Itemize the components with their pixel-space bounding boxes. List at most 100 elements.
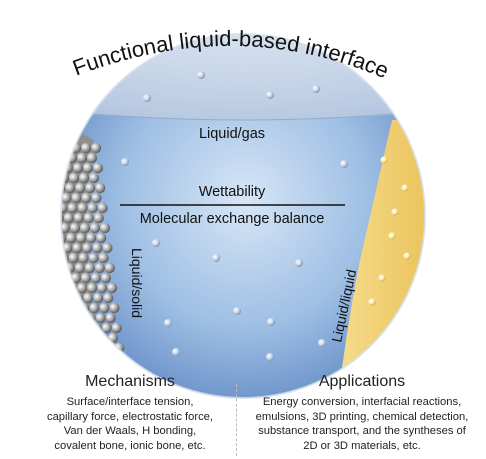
mechanisms-panel: Mechanisms Surface/interface tension, ca…	[24, 373, 236, 453]
solid-sphere	[47, 203, 57, 213]
solid-sphere	[100, 272, 112, 284]
solid-sphere	[49, 303, 59, 313]
solid-sphere	[61, 342, 65, 354]
applications-line: 2D or 3D materials, etc.	[303, 439, 421, 452]
applications-line: Energy conversion, interfacial reactions…	[262, 396, 462, 408]
mechanisms-line: Surface/interface tension,	[66, 396, 194, 408]
liquid-bubble	[121, 158, 129, 166]
applications-list: Energy conversion, interfacial reactions…	[240, 395, 484, 453]
caption-divider	[236, 384, 237, 456]
liquid-bubble	[212, 254, 220, 262]
solid-sphere	[100, 352, 111, 364]
solid-sphere	[50, 223, 60, 233]
solid-sphere	[95, 312, 106, 324]
solid-sphere	[105, 312, 116, 324]
solid-sphere	[61, 272, 72, 284]
solid-sphere	[61, 282, 68, 294]
solid-sphere	[96, 282, 108, 294]
liquid-bubble	[233, 307, 241, 315]
solid-sphere	[48, 253, 58, 263]
solid-sphere	[82, 162, 94, 174]
solid-sphere	[104, 262, 115, 274]
solid-sphere	[64, 182, 76, 194]
solid-sphere	[94, 262, 105, 274]
applications-panel: Applications Energy conversion, interfac…	[240, 373, 484, 453]
liquid-bubble	[318, 339, 326, 347]
solid-sphere	[66, 362, 78, 374]
solid-sphere	[87, 332, 99, 344]
solid-sphere	[88, 252, 99, 264]
solid-sphere	[92, 292, 104, 304]
solid-sphere	[97, 202, 108, 214]
solid-sphere	[61, 142, 62, 154]
solid-sphere	[85, 232, 97, 244]
liquid-bubble	[164, 319, 172, 327]
solid-sphere	[102, 292, 114, 304]
solid-sphere	[80, 272, 92, 284]
liquid-bubble	[312, 85, 320, 93]
solid-sphere	[84, 262, 95, 274]
solid-sphere	[61, 142, 72, 154]
solid-sphere	[61, 152, 68, 164]
solid-sphere	[69, 302, 80, 314]
solid-sphere	[72, 162, 84, 174]
label-wettability: Wettability	[199, 184, 266, 200]
solid-sphere	[82, 242, 93, 254]
yellow-bubble	[403, 252, 411, 260]
solid-sphere	[61, 292, 64, 304]
solid-sphere	[86, 282, 98, 294]
solid-sphere	[71, 322, 82, 334]
solid-sphere	[65, 312, 76, 324]
solid-sphere	[74, 342, 85, 354]
solid-sphere	[61, 312, 66, 324]
solid-sphere	[77, 332, 89, 344]
solid-sphere	[106, 282, 118, 294]
solid-sphere	[68, 172, 80, 184]
applications-heading: Applications	[318, 373, 406, 390]
solid-sphere	[61, 362, 68, 374]
solid-sphere	[82, 292, 94, 304]
liquid-bubble	[266, 353, 274, 361]
solid-sphere	[77, 202, 88, 214]
label-molecular-exchange: Molecular exchange balance	[140, 211, 325, 227]
solid-sphere	[81, 322, 92, 334]
label-liquid-solid: Liquid/solid	[129, 248, 145, 318]
yellow-bubble	[368, 298, 376, 306]
solid-sphere	[61, 192, 72, 204]
yellow-bubble	[401, 184, 409, 192]
solid-sphere	[61, 322, 62, 334]
solid-sphere	[51, 273, 61, 283]
liquid-bubble	[340, 160, 348, 168]
solid-sphere	[71, 192, 82, 204]
yellow-bubble	[370, 347, 378, 355]
solid-sphere	[102, 242, 113, 254]
solid-sphere	[50, 353, 60, 363]
solid-sphere	[69, 222, 81, 234]
solid-sphere	[91, 192, 102, 204]
solid-sphere	[99, 222, 111, 234]
liquid-bubble	[152, 239, 160, 247]
solid-sphere	[76, 152, 88, 164]
solid-sphere	[79, 222, 91, 234]
solid-sphere	[89, 302, 100, 314]
solid-sphere	[98, 252, 109, 264]
solid-sphere	[90, 142, 102, 154]
solid-sphere	[49, 173, 59, 183]
solid-sphere	[86, 362, 98, 374]
liquid-bubble	[143, 94, 151, 102]
solid-sphere	[88, 172, 100, 184]
solid-sphere	[80, 142, 92, 154]
solid-sphere	[87, 202, 98, 214]
solid-sphere	[116, 362, 128, 374]
solid-sphere	[86, 152, 98, 164]
liquid-bubble	[267, 318, 275, 326]
mechanisms-line: covalent bone, ionic bone, etc.	[54, 439, 206, 452]
solid-sphere	[93, 212, 104, 224]
solid-sphere	[61, 192, 62, 204]
solid-sphere	[89, 222, 101, 234]
solid-sphere	[61, 262, 65, 274]
mechanisms-line: capillary force, electrostatic force,	[46, 410, 213, 423]
solid-sphere	[61, 242, 63, 254]
label-liquid-gas: Liquid/gas	[199, 126, 265, 142]
solid-sphere	[61, 202, 68, 214]
